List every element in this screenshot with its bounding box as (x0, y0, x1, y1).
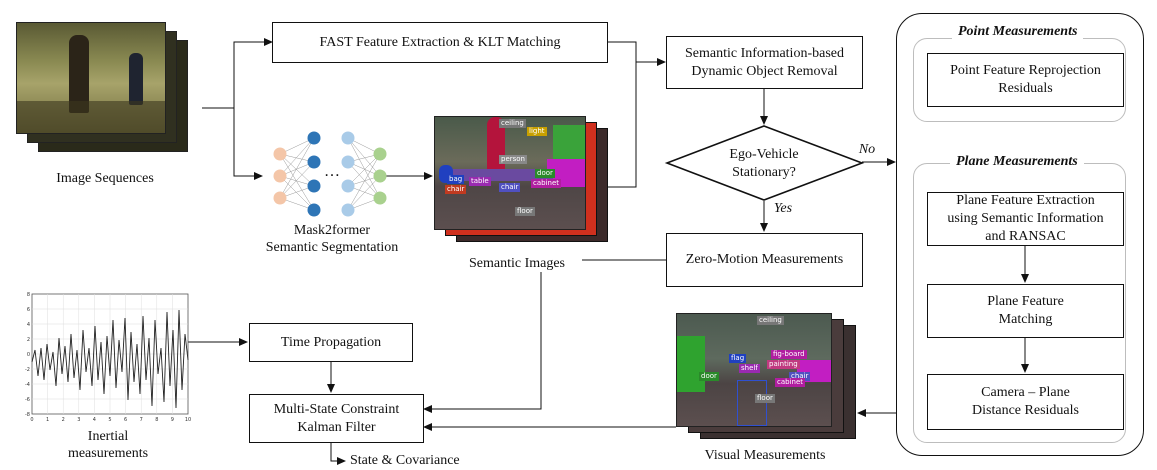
y-tick-8: -8 (25, 412, 30, 418)
y-tick-6: -4 (25, 382, 30, 388)
time-propagation-box: Time Propagation (249, 323, 413, 362)
dynamic-removal-line2: Dynamic Object Removal (691, 63, 838, 79)
mask2former-network-icon (273, 131, 387, 217)
y-tick-4: 0 (27, 352, 30, 358)
time-propagation-label: Time Propagation (280, 334, 382, 350)
vis-tag-ceiling: ceiling (757, 316, 784, 325)
inertial-signal (31, 309, 189, 409)
seg-tag-cabinet: cabinet (531, 179, 562, 188)
point-measurements-title: Point Measurements (952, 24, 1084, 40)
visual-frame-front: ceiling flag fig-board painting shelf ch… (676, 313, 832, 427)
vis-green-wall (677, 336, 705, 392)
x-tick-7: 7 (140, 417, 143, 423)
measurements-group (896, 13, 1144, 456)
y-tick-0: 8 (27, 292, 30, 298)
plane-measurements-title: Plane Measurements (950, 154, 1084, 170)
decision-diamond (664, 125, 865, 201)
seg-tag-light: light (527, 127, 547, 136)
plane-match-line1: Plane Feature (987, 294, 1064, 309)
vis-tag-painting: painting (767, 360, 800, 369)
x-tick-2: 2 (62, 417, 65, 423)
vis-tag-cabinet: cabinet (775, 378, 806, 387)
floor-shade (17, 101, 165, 133)
plane-extraction-box: Plane Feature Extraction using Semantic … (927, 192, 1124, 246)
y-tick-1: 6 (27, 307, 30, 313)
no-label: No (858, 142, 876, 157)
plane-extract-line1: Plane Feature Extraction (956, 193, 1095, 208)
camera-plane-line2: Distance Residuals (972, 403, 1079, 418)
plane-matching-box: Plane Feature Matching (927, 284, 1124, 338)
mask2former-label: Mask2former (293, 223, 371, 238)
plane-extract-line3: and RANSAC (985, 229, 1066, 244)
image-sequences-label: Image Sequences (56, 171, 154, 186)
zero-motion-box: Zero-Motion Measurements (666, 233, 863, 287)
vis-tag-flag: flag (729, 354, 747, 363)
vis-tag-door: door (699, 372, 719, 381)
x-tick-10: 10 (185, 417, 191, 423)
y-tick-2: 4 (27, 322, 30, 328)
dynamic-removal-line1: Semantic Information-based (684, 45, 844, 61)
dynamic-object-removal-box: Semantic Information-based Dynamic Objec… (666, 36, 863, 89)
ego-vehicle-line2: Stationary? (732, 165, 796, 180)
inertial-line2: measurements (67, 446, 149, 461)
fast-klt-label: FAST Feature Extraction & KLT Matching (319, 34, 561, 50)
seg-tag-chair: chair (499, 183, 521, 192)
image-sequences-stack (16, 22, 192, 152)
msckf-line2: Kalman Filter (297, 419, 376, 435)
x-tick-0: 0 (30, 417, 33, 423)
msckf-line1: Multi-State Constraint (273, 401, 400, 417)
person-figure (69, 35, 89, 113)
image-frame-front (16, 22, 166, 134)
state-covariance-label: State & Covariance (350, 453, 460, 468)
vis-tag-shelf: shelf (739, 364, 760, 373)
seg-tag-ceiling: ceiling (499, 119, 526, 128)
seg-tag-table: table (469, 177, 491, 186)
vis-door-outline (737, 380, 767, 426)
person-figure-2 (129, 53, 143, 105)
point-reprojection-box: Point Feature Reprojection Residuals (927, 53, 1124, 107)
seg-tag-floor: floor (515, 207, 535, 216)
semantic-segmentation-label: Semantic Segmentation (265, 240, 399, 255)
vis-tag-fig-board: fig-board (771, 350, 807, 359)
msckf-box: Multi-State Constraint Kalman Filter (249, 394, 424, 443)
x-tick-4: 4 (93, 417, 96, 423)
seg-tag-door: door (535, 169, 555, 178)
seg-tag-person: person (499, 155, 527, 164)
camera-plane-residuals-box: Camera – Plane Distance Residuals (927, 374, 1124, 430)
y-tick-3: 2 (27, 337, 30, 343)
y-tick-7: -6 (25, 397, 30, 403)
x-tick-5: 5 (108, 417, 111, 423)
semantic-frame-front: ceiling light person door bag table chai… (434, 116, 586, 230)
seg-tag-bag: bag (447, 175, 465, 184)
camera-plane-line1: Camera – Plane (981, 385, 1070, 400)
plane-extract-line2: using Semantic Information (947, 211, 1104, 226)
seg-tag-chair-2: chair (445, 185, 467, 194)
y-tick-5: -2 (25, 367, 30, 373)
ego-vehicle-line1: Ego-Vehicle (729, 147, 799, 162)
vis-tag-chair: chair (789, 372, 811, 381)
point-reproj-line2: Residuals (998, 81, 1053, 96)
fast-klt-box: FAST Feature Extraction & KLT Matching (272, 22, 608, 63)
plane-match-line2: Matching (998, 312, 1053, 327)
semantic-images-stack: ceiling light person door bag table chai… (434, 116, 610, 246)
x-tick-1: 1 (46, 417, 49, 423)
inertial-plot: 8 6 4 2 0 -2 -4 -6 -8 0 1 2 3 4 5 6 7 8 … (25, 292, 191, 423)
x-tick-8: 8 (155, 417, 158, 423)
zero-motion-label: Zero-Motion Measurements (685, 252, 844, 267)
nn-ellipsis: … (324, 163, 340, 180)
yes-label: Yes (773, 201, 793, 216)
x-tick-3: 3 (77, 417, 80, 423)
point-reproj-line1: Point Feature Reprojection (950, 63, 1101, 78)
vis-tag-floor: floor (755, 394, 775, 403)
x-tick-9: 9 (171, 417, 174, 423)
inertial-line1: Inertial (58, 428, 158, 445)
visual-measurements-label: Visual Measurements (704, 448, 826, 463)
visual-measurements-stack: ceiling flag fig-board painting shelf ch… (676, 313, 858, 443)
semantic-images-label: Semantic Images (452, 255, 582, 272)
x-tick-6: 6 (124, 417, 127, 423)
